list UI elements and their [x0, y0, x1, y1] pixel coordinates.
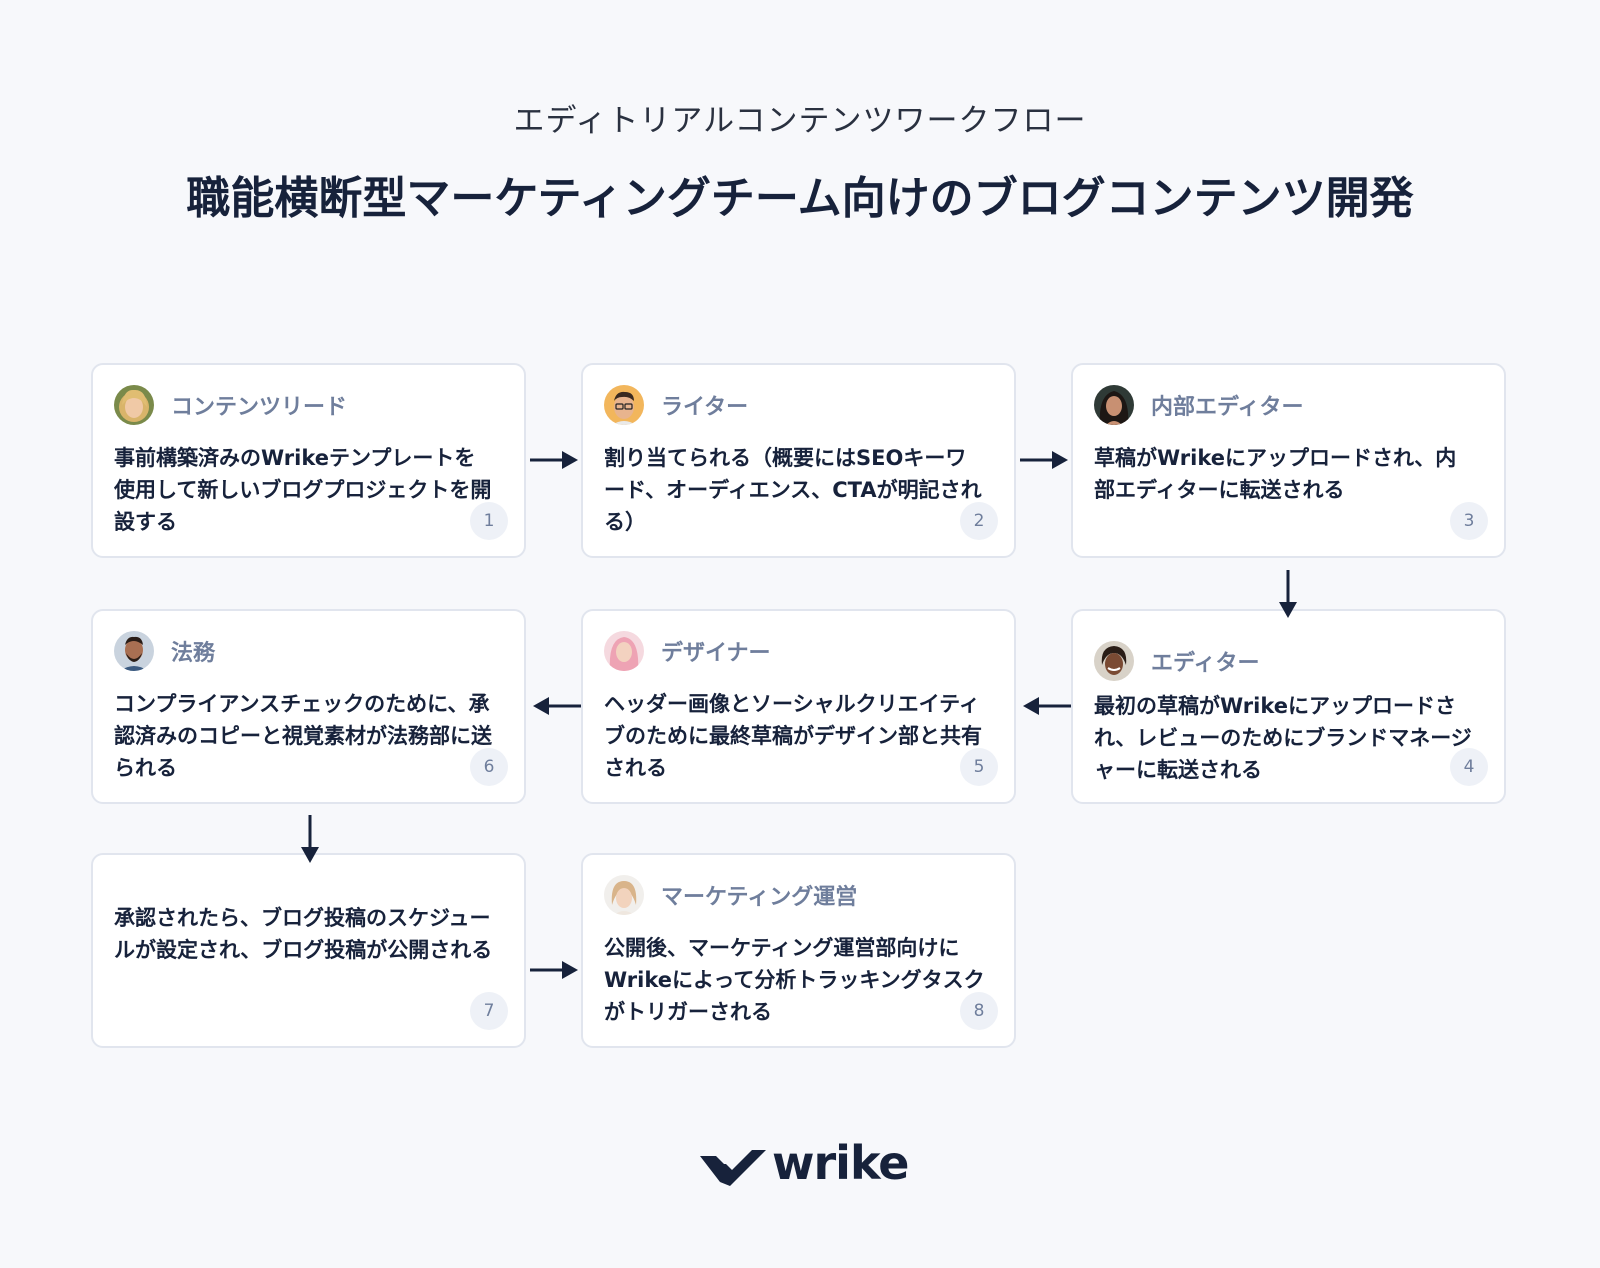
- arrow-step-5-to-6: [533, 697, 581, 715]
- wrike-logo-text: wrike: [772, 1136, 910, 1190]
- arrow-step-2-to-3: [1020, 451, 1068, 469]
- step-number-badge: 4: [1450, 748, 1488, 786]
- arrow-step-7-to-8: [530, 961, 578, 979]
- avatar-content-lead: [114, 385, 154, 425]
- arrow-step-1-to-2: [530, 451, 578, 469]
- step-card-8: マーケティング運営 公開後、マーケティング運営部向けにWrikeによって分析トラ…: [581, 853, 1016, 1048]
- step-role: 法務: [171, 641, 216, 666]
- avatar-legal: [114, 631, 154, 671]
- step-description: 承認されたら、ブログ投稿のスケジュールが設定され、ブログ投稿が公開される: [114, 906, 493, 962]
- avatar-editor: [1094, 641, 1134, 681]
- step-number-badge: 3: [1450, 502, 1488, 540]
- wrike-checkmark-icon: [700, 1150, 766, 1186]
- step-role: デザイナー: [661, 641, 771, 666]
- step-role: コンテンツリード: [171, 395, 348, 420]
- step-card-7: 承認されたら、ブログ投稿のスケジュールが設定され、ブログ投稿が公開される 7: [91, 853, 526, 1048]
- diagram-subtitle: エディトリアルコンテンツワークフロー: [513, 103, 1087, 139]
- step-card-5: デザイナー ヘッダー画像とソーシャルクリエイティブのために最終草稿がデザイン部と…: [581, 609, 1016, 804]
- avatar-internal-editor: [1094, 385, 1134, 425]
- step-role: 内部エディター: [1151, 395, 1304, 420]
- step-number-badge: 7: [470, 992, 508, 1030]
- step-role: ライター: [661, 395, 749, 420]
- step-number-badge: 1: [470, 502, 508, 540]
- step-description: 事前構築済みのWrikeテンプレートを使用して新しいブログプロジェクトを開設する: [114, 446, 492, 534]
- avatar-writer: [604, 385, 644, 425]
- step-number-badge: 5: [960, 748, 998, 786]
- step-number-badge: 8: [960, 992, 998, 1030]
- arrow-step-4-to-5: [1023, 697, 1071, 715]
- avatar-designer: [604, 631, 644, 671]
- step-description: 草稿がWrikeにアップロードされ、内部エディターに転送される: [1094, 446, 1457, 502]
- step-card-1: コンテンツリード 事前構築済みのWrikeテンプレートを使用して新しいブログプロ…: [91, 363, 526, 558]
- step-card-3: 内部エディター 草稿がWrikeにアップロードされ、内部エディターに転送される …: [1071, 363, 1506, 558]
- step-description: 割り当てられる（概要にはSEOキーワード、オーディエンス、CTAが明記される）: [604, 446, 982, 534]
- step-number-badge: 2: [960, 502, 998, 540]
- avatar-marketing-ops: [604, 875, 644, 915]
- step-role: マーケティング運営: [661, 885, 858, 910]
- step-description: コンプライアンスチェックのために、承認済みのコピーと視覚素材が法務部に送られる: [114, 692, 492, 780]
- arrow-step-6-to-7: [301, 815, 319, 863]
- step-card-2: ライター 割り当てられる（概要にはSEOキーワード、オーディエンス、CTAが明記…: [581, 363, 1016, 558]
- step-role: エディター: [1151, 651, 1260, 676]
- diagram-title: 職能横断型マーケティングチーム向けのブログコンテンツ開発: [186, 173, 1414, 224]
- arrow-step-3-to-4: [1279, 570, 1297, 618]
- step-description: 公開後、マーケティング運営部向けにWrikeによって分析トラッキングタスクがトリ…: [604, 936, 985, 1024]
- step-number-badge: 6: [470, 748, 508, 786]
- step-description: ヘッダー画像とソーシャルクリエイティブのために最終草稿がデザイン部と共有される: [604, 692, 982, 780]
- step-card-4: エディター 最初の草稿がWrikeにアップロードされ、レビューのためにブランドマ…: [1071, 609, 1506, 804]
- step-card-6: 法務 コンプライアンスチェックのために、承認済みのコピーと視覚素材が法務部に送ら…: [91, 609, 526, 804]
- step-description: 最初の草稿がWrikeにアップロードされ、レビューのためにブランドマネージャーに…: [1094, 694, 1472, 782]
